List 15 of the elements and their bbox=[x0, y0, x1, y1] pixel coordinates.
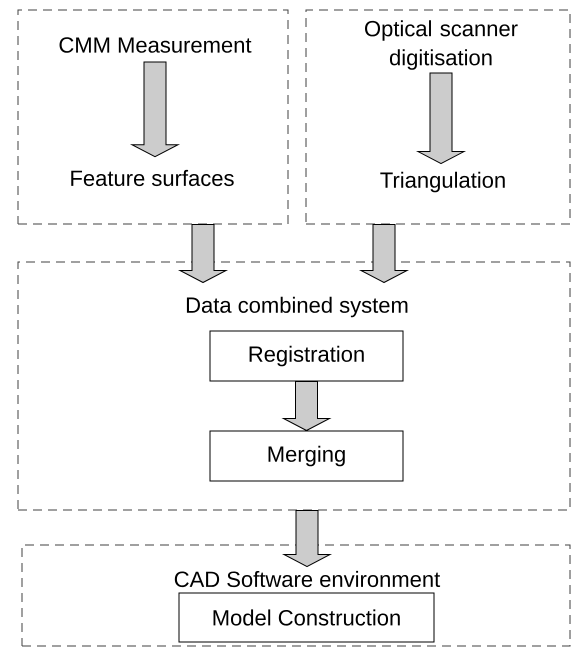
step-label: Triangulation bbox=[380, 172, 505, 192]
dashed-group-box bbox=[18, 10, 288, 224]
process-box: Merging bbox=[210, 430, 404, 482]
block-arrow bbox=[281, 381, 332, 432]
block-arrow bbox=[358, 224, 410, 284]
step-label: CMM Measurement bbox=[60, 37, 252, 53]
block-arrow bbox=[130, 61, 180, 158]
block-arrow bbox=[178, 224, 228, 284]
process-box: Registration bbox=[210, 330, 404, 382]
step-label: Optical scanner digitisation bbox=[365, 20, 518, 70]
block-arrow bbox=[416, 72, 466, 164]
step-label: Feature surfaces bbox=[71, 170, 234, 186]
process-box: Model Construction bbox=[178, 592, 434, 642]
block-arrow bbox=[282, 510, 332, 568]
dashed-group-box bbox=[306, 10, 570, 224]
